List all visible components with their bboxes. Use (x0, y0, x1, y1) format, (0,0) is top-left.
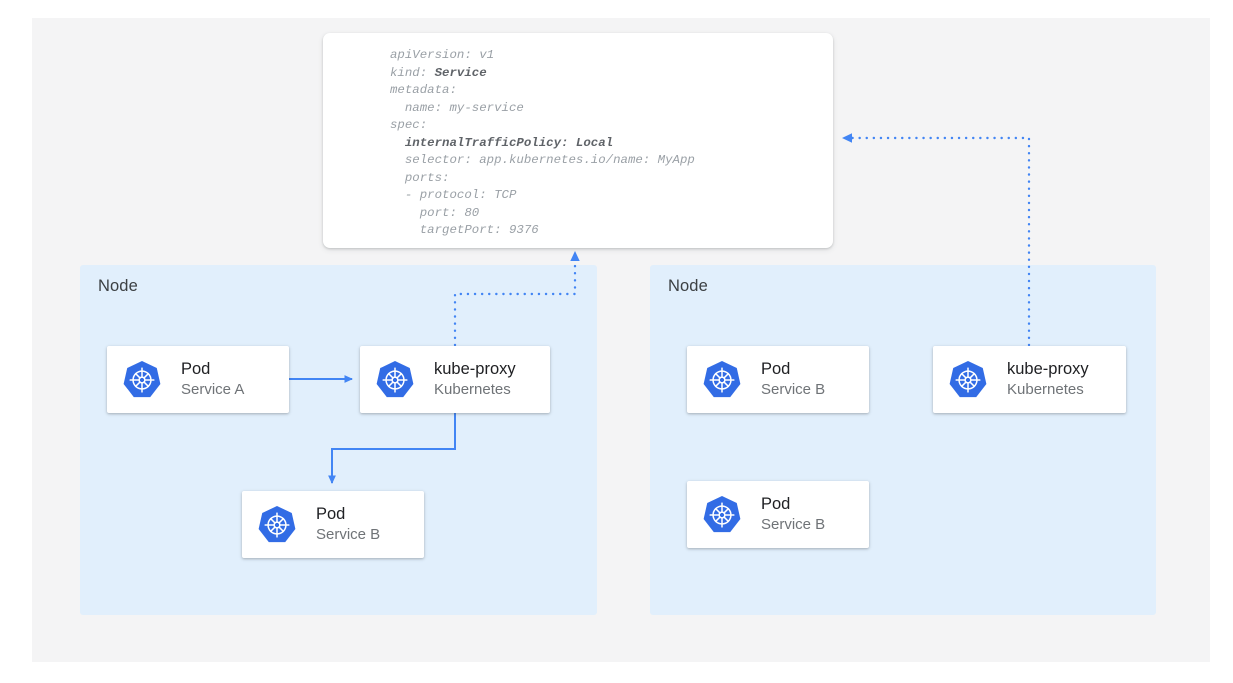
card-kube-proxy-left[interactable]: kube-proxy Kubernetes (360, 346, 550, 413)
card-text: kube-proxy Kubernetes (1007, 360, 1089, 399)
manifest-line-1-value: Service (434, 65, 487, 80)
card-pod-service-b-right-bottom[interactable]: Pod Service B (687, 481, 869, 548)
node-box-left: Node (80, 265, 597, 615)
card-text: Pod Service A (181, 360, 244, 399)
card-subtitle: Service B (761, 381, 826, 399)
card-text: Pod Service B (761, 495, 825, 534)
card-subtitle: Kubernetes (1007, 381, 1084, 399)
card-pod-service-b-left[interactable]: Pod Service B (242, 491, 424, 558)
card-title: kube-proxy (1007, 359, 1089, 378)
manifest-line-3: name: my-service (390, 100, 524, 115)
card-pod-service-a[interactable]: Pod Service A (107, 346, 289, 413)
manifest-line-9: port: 80 (390, 205, 480, 220)
card-title: Pod (181, 359, 211, 378)
manifest-code: apiVersion: v1 kind: Service metadata: n… (390, 47, 833, 240)
node-label-right: Node (668, 277, 708, 295)
card-title: Pod (761, 494, 791, 513)
service-manifest-card: apiVersion: v1 kind: Service metadata: n… (323, 33, 833, 248)
kubernetes-icon (123, 360, 161, 397)
card-text: Pod Service B (316, 505, 380, 544)
kubernetes-icon (376, 360, 414, 397)
card-title: kube-proxy (434, 359, 516, 378)
card-title: Pod (761, 359, 791, 378)
card-subtitle: Service B (761, 516, 826, 534)
kubernetes-icon (703, 495, 741, 532)
card-title: Pod (316, 504, 346, 523)
card-text: Pod Service B (761, 360, 825, 399)
kubernetes-icon (703, 360, 741, 397)
card-kube-proxy-right[interactable]: kube-proxy Kubernetes (933, 346, 1126, 413)
kubernetes-icon (258, 505, 296, 542)
manifest-line-1-key: kind: (390, 65, 435, 80)
card-text: kube-proxy Kubernetes (434, 360, 516, 399)
card-subtitle: Service A (181, 381, 245, 399)
card-subtitle: Kubernetes (434, 381, 511, 399)
manifest-line-5: internalTrafficPolicy: Local (390, 135, 614, 150)
manifest-line-6: selector: app.kubernetes.io/name: MyApp (390, 153, 695, 167)
card-pod-service-b-right-top[interactable]: Pod Service B (687, 346, 869, 413)
manifest-line-7: ports: (390, 170, 450, 185)
node-label-left: Node (98, 277, 138, 295)
manifest-line-4: spec: (390, 118, 428, 132)
manifest-line-0: apiVersion: v1 (390, 48, 495, 62)
manifest-line-2: metadata: (390, 83, 457, 97)
manifest-line-8: - protocol: TCP (390, 188, 517, 202)
card-subtitle: Service B (316, 526, 381, 544)
kubernetes-icon (949, 360, 987, 397)
node-box-right: Node (650, 265, 1156, 615)
manifest-line-10: targetPort: 9376 (390, 223, 539, 237)
